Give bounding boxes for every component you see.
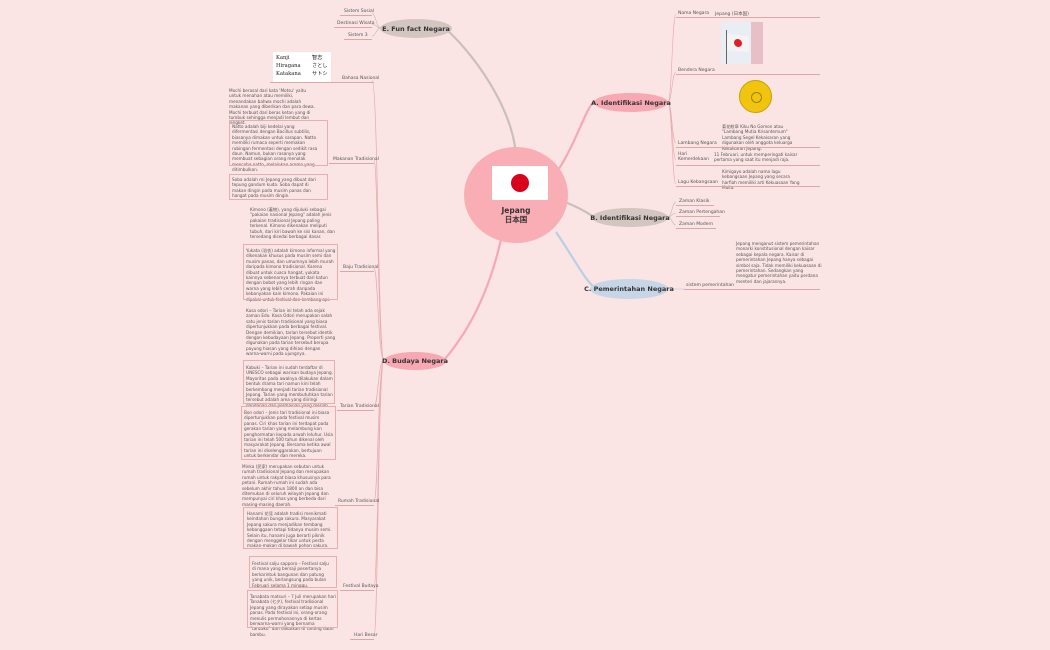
waving-flag-image <box>721 22 763 64</box>
d-mochi-text: Mochi berasal dari kata 'Motsu' yaitu un… <box>229 88 315 126</box>
branch-e[interactable]: E. Fun fact Negara <box>380 19 452 38</box>
a-lambang-label[interactable]: Lambang Negara <box>678 141 717 146</box>
branch-d-label: D. Budaya Negara <box>382 357 448 365</box>
branch-b[interactable]: B. Identifikasi Negara <box>590 208 670 227</box>
e-item-3[interactable]: Sistem 3 <box>348 33 368 38</box>
branch-b-label: B. Identifikasi Negara <box>590 213 670 222</box>
script-kanji-label: Kanji <box>276 55 290 61</box>
branch-c-label: C. Pemerintahan Negara <box>584 285 674 293</box>
d-minka-text: Minka (民家) merupakan sebutan untuk rumah… <box>242 464 331 507</box>
c-label[interactable]: sistem pemerintahan <box>686 283 734 288</box>
d-sapporo-text: Festival salju sapporo – Festival salju … <box>252 561 329 588</box>
central-topic-title: Jepang 日本国 <box>464 206 568 224</box>
d-festival-label[interactable]: Festival Budaya <box>343 584 379 589</box>
d-bahasa-label[interactable]: Bahasa Nasional <box>342 76 380 81</box>
a-nama-value: Jepang (日本国) <box>715 12 749 17</box>
a-hari-text: 11 Februari, untuk memperingati kaisar p… <box>714 152 798 163</box>
script-row-hiragana: Hiragana さとし <box>276 62 331 70</box>
a-bendera-label[interactable]: Bendera Negara <box>678 68 715 73</box>
a-lagu-text: Kimigayo adalah nama lagu kebangsaan Jep… <box>722 169 800 191</box>
d-kabuki-text: Kabuki – Tarian ini sudah terdaftar di U… <box>246 365 333 408</box>
branch-e-label: E. Fun fact Negara <box>382 24 450 33</box>
d-bon-text: Bon odori – Jenis tari tradisional ini b… <box>244 410 333 459</box>
d-soba-text: Soba adalah mi Jepang yang dibuat dari t… <box>232 177 317 199</box>
d-tarian-label[interactable]: Tarian Tradisional <box>340 404 379 409</box>
d-kasa-text: Kasa odori – Tarian ini telah ada sejak … <box>246 308 336 357</box>
b-item-1[interactable]: Zaman Klasik <box>679 199 710 204</box>
a-hari-label[interactable]: Hari Kemerdekaan <box>678 152 709 163</box>
script-hiragana-value: さとし <box>312 63 328 69</box>
script-table: Kanji 智志 Hiragana さとし Katakana サトシ <box>273 52 331 82</box>
branch-a[interactable]: A. Identifikasi Negara <box>591 93 671 112</box>
a-lambang-text: 菊花紋章 Kiku No Gomon atau "Lambang Mutia K… <box>722 124 793 151</box>
central-title: Jepang <box>501 206 531 215</box>
branch-c[interactable]: C. Pemerintahan Negara <box>584 279 674 299</box>
d-baju-label[interactable]: Baju Tradisional <box>343 265 379 270</box>
d-natto-text: Natto adalah biji kedelai yang diferment… <box>232 124 318 173</box>
c-text: Jepang menganut sistem pemerintahan mona… <box>736 241 822 284</box>
branch-d[interactable]: D. Budaya Negara <box>382 352 448 370</box>
a-nama-label[interactable]: Nama Negara <box>678 11 710 16</box>
d-rumah-label[interactable]: Rumah Tradisional <box>338 499 380 504</box>
b-item-3[interactable]: Zaman Modern <box>679 222 714 227</box>
b-item-2[interactable]: Zaman Pertengahan <box>679 210 725 215</box>
d-makanan-label[interactable]: Makanan Tradisional <box>333 157 379 162</box>
a-lagu-label[interactable]: Lagu Kebangsaan <box>678 180 718 185</box>
d-hari-besar-label[interactable]: Hari Besar <box>354 633 378 638</box>
branch-a-label: A. Identifikasi Negara <box>591 98 671 107</box>
e-item-1[interactable]: Sistem Sosial <box>344 9 375 14</box>
central-subtitle: 日本国 <box>504 215 528 224</box>
chrysanthemum-seal-icon <box>739 80 772 113</box>
script-kanji-value: 智志 <box>312 55 323 61</box>
script-row-katakana: Katakana サトシ <box>276 70 331 78</box>
d-tanabata-text: Tanabata matsuri – 7 Juli merupakan hari… <box>250 594 336 637</box>
script-katakana-value: サトシ <box>312 71 328 77</box>
script-hiragana-label: Hiragana <box>276 63 301 69</box>
d-hanami-text: Hanami 花見 adalah tradisi menikmati keind… <box>247 511 332 549</box>
script-katakana-label: Katakana <box>276 71 301 77</box>
e-item-2[interactable]: Destinasi Wisata <box>337 21 375 26</box>
d-kimono-text: Kimono (着物), yang dijuluki sebagai "paka… <box>250 207 335 240</box>
japan-flag-icon <box>492 166 548 200</box>
script-row-kanji: Kanji 智志 <box>276 54 331 62</box>
